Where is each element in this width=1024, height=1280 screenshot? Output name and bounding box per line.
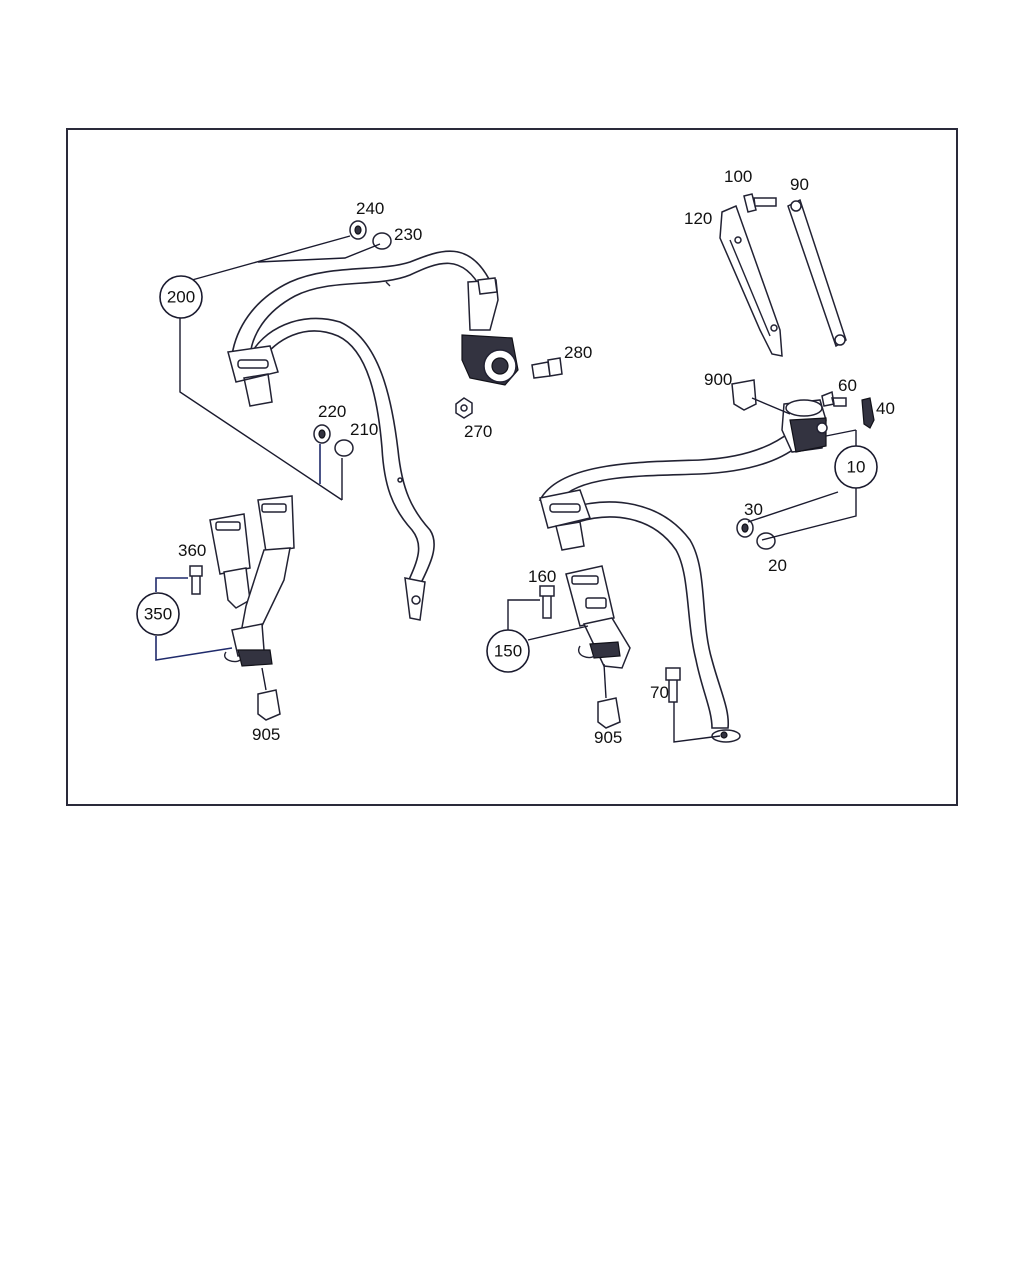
label-90: 90 xyxy=(790,175,809,194)
anchor-hole xyxy=(411,595,421,605)
leader-350-360 xyxy=(155,577,188,592)
callout-ring-150 xyxy=(486,629,530,673)
connector-905-left xyxy=(257,689,281,721)
connector-905-right xyxy=(597,697,621,729)
cap-210 xyxy=(334,439,354,457)
buckle-assembly-150: 150 xyxy=(486,565,721,743)
label-210: 210 xyxy=(350,420,378,439)
leader-150-buckle xyxy=(527,625,589,641)
label-220: 220 xyxy=(318,402,346,421)
label-40: 40 xyxy=(876,399,895,418)
callout-ring-10 xyxy=(834,445,878,489)
belt-rivet-2 xyxy=(397,477,403,483)
callout-10: 10 xyxy=(847,458,866,477)
buckle-150 xyxy=(565,565,615,627)
bolt-70 xyxy=(665,667,681,703)
belt-tongue-10 xyxy=(539,489,591,551)
leader-200-240 xyxy=(191,235,351,281)
leader-10-washer xyxy=(747,491,839,523)
label-905-right: 905 xyxy=(594,728,622,747)
callout-350: 350 xyxy=(144,605,172,624)
bolt-160 xyxy=(539,585,555,619)
leader-350-buckle xyxy=(155,636,233,661)
leader-10-retractor xyxy=(825,429,857,437)
clip-40 xyxy=(861,397,875,429)
cap-230 xyxy=(372,232,392,250)
trim-panel-120 xyxy=(719,204,783,357)
tongue-slot xyxy=(237,359,269,369)
label-20: 20 xyxy=(768,556,787,575)
leader-200-230 xyxy=(257,243,381,263)
rail-90 xyxy=(787,198,847,348)
retractor-200 xyxy=(461,277,519,386)
rear-center-belt-assembly-200: 200 xyxy=(159,220,563,621)
callout-150: 150 xyxy=(494,642,522,661)
leader-200-lower xyxy=(179,318,343,501)
callout-200: 200 xyxy=(167,288,195,307)
label-270: 270 xyxy=(464,422,492,441)
label-360: 360 xyxy=(178,541,206,560)
callout-ring-200 xyxy=(159,275,203,319)
cap-20 xyxy=(756,532,776,550)
label-70: 70 xyxy=(650,683,669,702)
label-160: 160 xyxy=(528,567,556,586)
label-60: 60 xyxy=(838,376,857,395)
leader-70 xyxy=(673,702,721,743)
callout-ring-350 xyxy=(136,592,180,636)
part-number-labels: 240 230 280 270 220 210 360 905 160 905 … xyxy=(178,167,895,747)
bolt-360 xyxy=(189,565,203,595)
label-120: 120 xyxy=(684,209,712,228)
double-buckle-assembly-350: 350 xyxy=(136,495,295,721)
label-905-left: 905 xyxy=(252,725,280,744)
pillar-trim-parts xyxy=(719,193,847,357)
belt-tongue-200 xyxy=(227,345,279,407)
outer-belt-assembly-10: 10 xyxy=(538,379,878,743)
diagram-frame xyxy=(66,128,958,806)
bolt-60 xyxy=(821,390,847,407)
belt-rivet xyxy=(385,281,391,287)
label-240: 240 xyxy=(356,199,384,218)
label-30: 30 xyxy=(744,500,763,519)
bolt-100 xyxy=(743,193,777,213)
connector-900 xyxy=(731,379,757,411)
belt-webbing-right-lower xyxy=(568,501,730,729)
leader-10-cap xyxy=(761,488,857,541)
leader-150-160 xyxy=(507,599,540,630)
label-900: 900 xyxy=(704,370,732,389)
label-280: 280 xyxy=(564,343,592,362)
label-100: 100 xyxy=(724,167,752,186)
retractor-10 xyxy=(781,399,828,453)
label-230: 230 xyxy=(394,225,422,244)
bolt-280 xyxy=(531,357,563,379)
